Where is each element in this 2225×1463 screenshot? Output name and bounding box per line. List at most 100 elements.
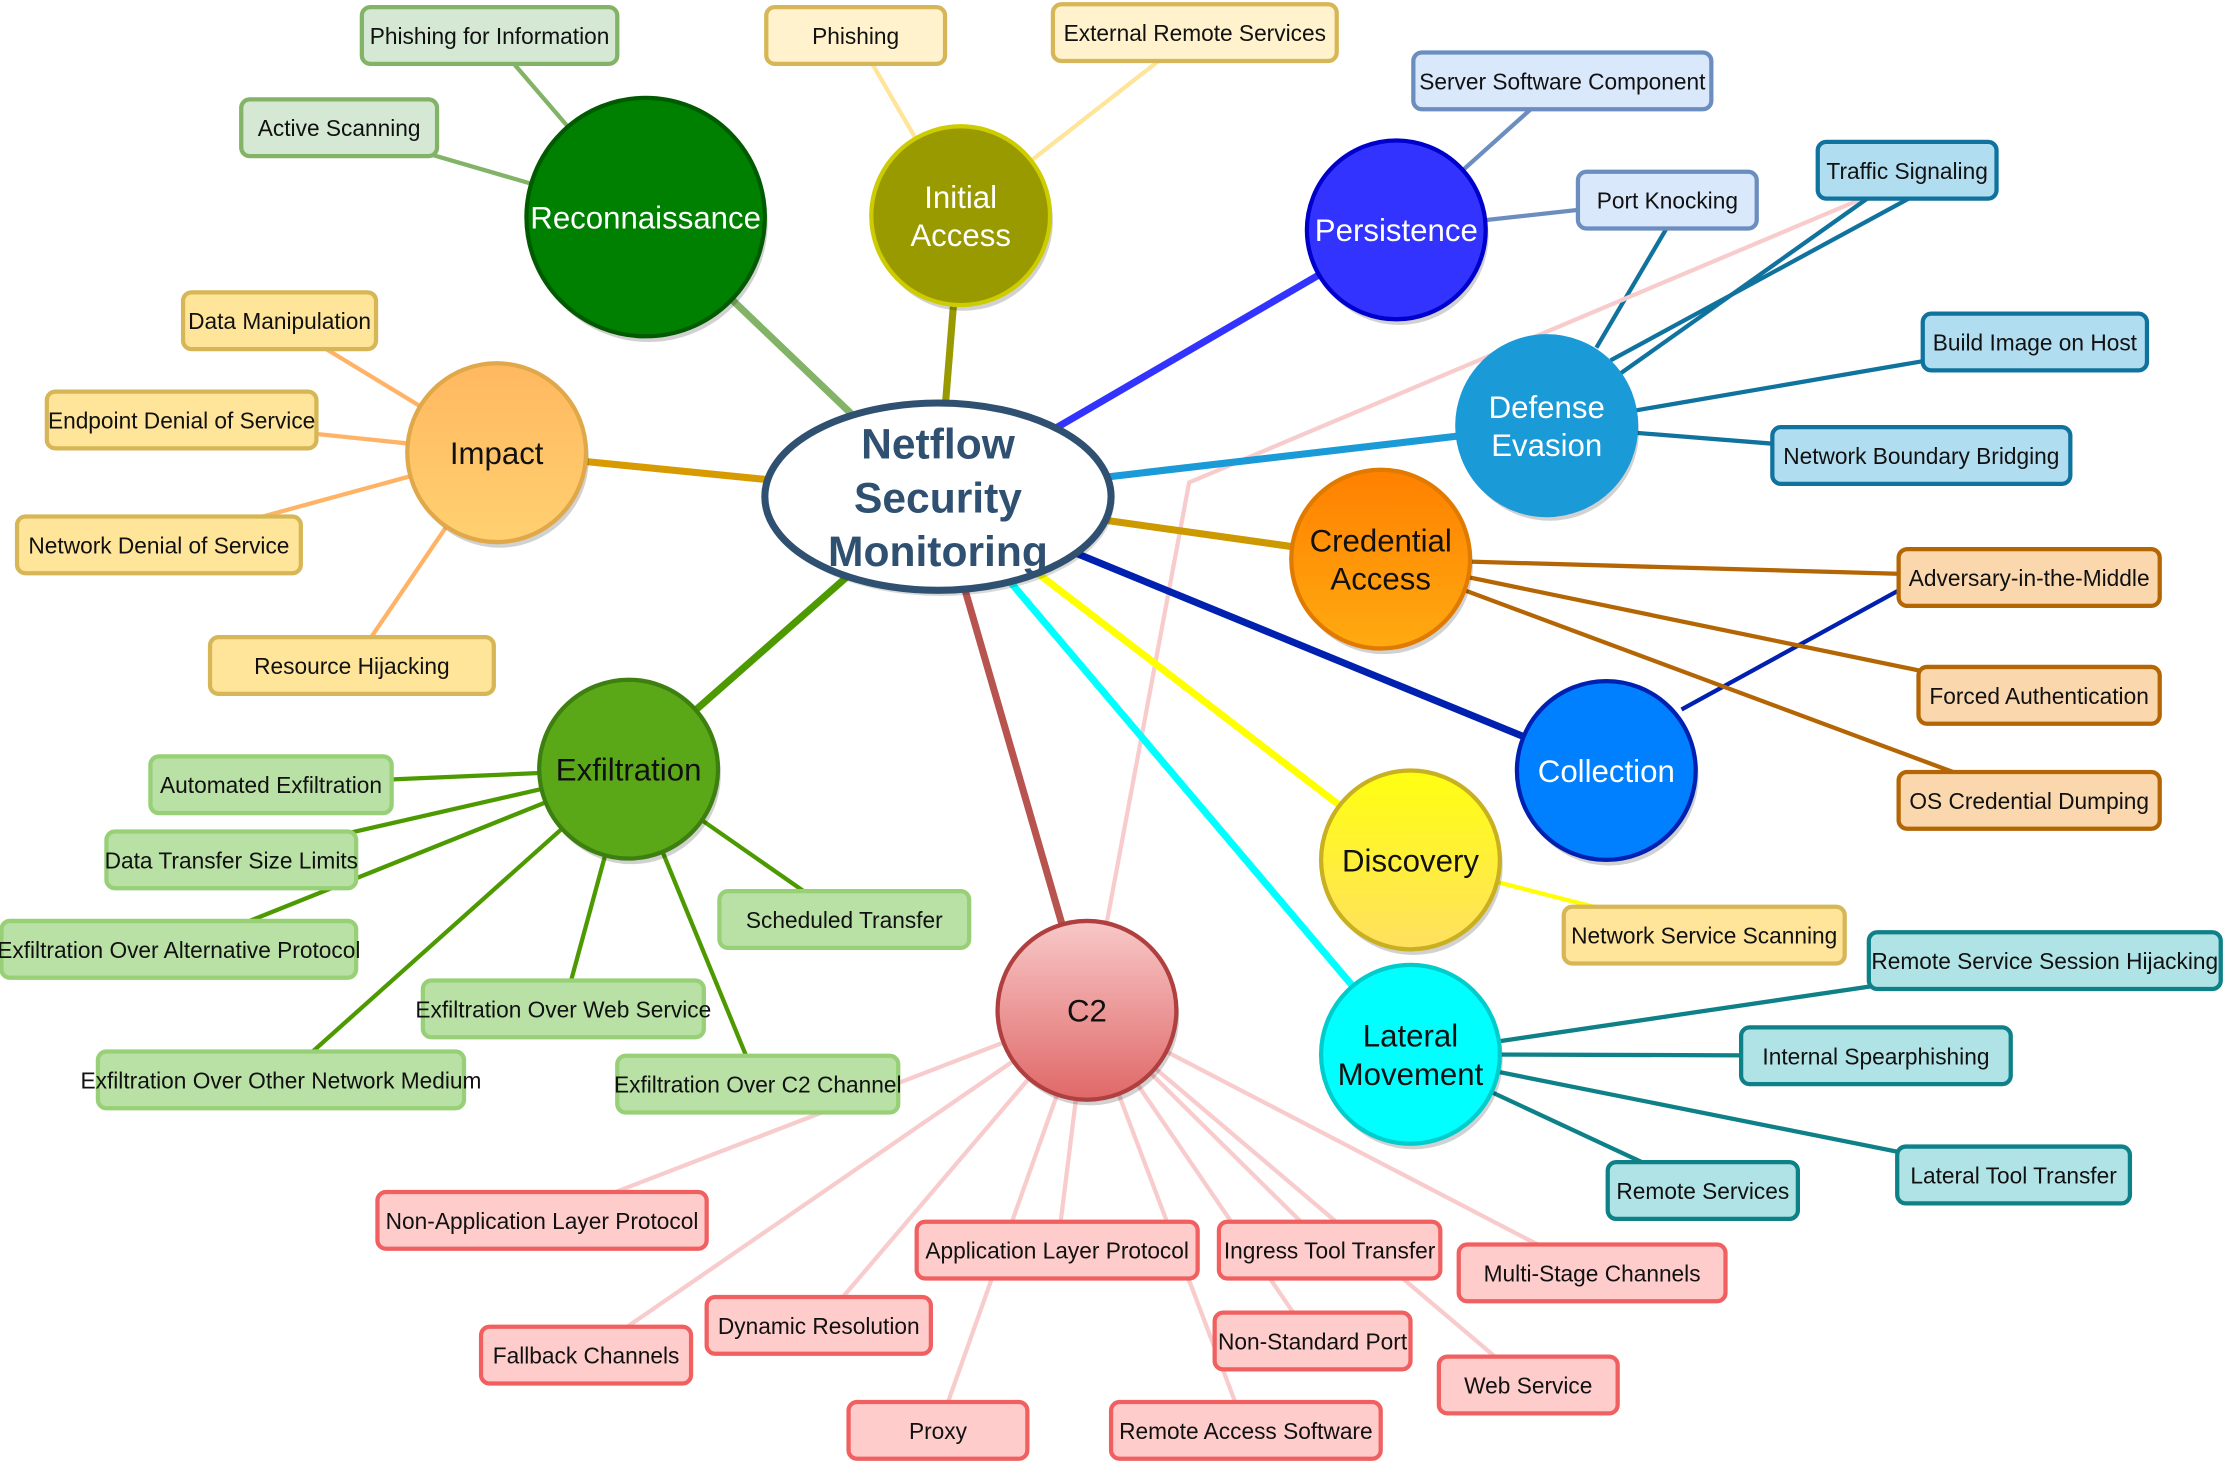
leaf-box — [1108, 1399, 1383, 1461]
category-node-exfiltration[interactable]: Exfiltration — [537, 677, 721, 865]
leaf-node[interactable]: Remote Access Software — [1108, 1399, 1383, 1461]
leaf-node[interactable]: Ingress Tool Transfer — [1216, 1219, 1443, 1281]
category-label: Initial — [924, 180, 997, 215]
leaf-node[interactable]: Network Service Scanning — [1561, 904, 1847, 966]
leaf-label: Server Software Component — [1419, 68, 1706, 94]
leaf-label: Fallback Channels — [493, 1343, 680, 1369]
leaf-node[interactable]: Network Boundary Bridging — [1770, 424, 2073, 487]
leaf-label: Phishing — [812, 23, 899, 49]
leaf-node[interactable]: Multi-Stage Channels — [1456, 1242, 1728, 1304]
leaf-node[interactable]: Remote Services — [1605, 1160, 1801, 1222]
leaf-node[interactable]: Exfiltration Over C2 Channel — [614, 1053, 902, 1115]
leaf-node[interactable]: Scheduled Transfer — [717, 889, 972, 951]
leaf-box — [717, 889, 972, 951]
leaf-node[interactable]: Dynamic Resolution — [704, 1294, 933, 1356]
leaf-label: Phishing for Information — [370, 23, 610, 49]
leaf-box — [1605, 1160, 1801, 1222]
leaf-box — [359, 4, 620, 66]
leaf-node[interactable]: Lateral Tool Transfer — [1895, 1144, 2133, 1206]
leaf-node[interactable]: Data Transfer Size Limits — [104, 829, 359, 891]
leaf-box — [375, 1189, 709, 1251]
leaf-label: Multi-Stage Channels — [1484, 1260, 1701, 1286]
category-node-impact[interactable]: Impact — [405, 361, 589, 548]
edge-traffic-signaling-defense — [1609, 196, 1910, 363]
category-label: Collection — [1538, 754, 1675, 789]
edge-c2-leaf — [1085, 1008, 1594, 1275]
category-node-recon[interactable]: Reconnaissance — [524, 95, 768, 342]
leaf-box — [239, 97, 440, 159]
leaf-box — [420, 978, 706, 1040]
leaf-node[interactable]: Phishing for Information — [359, 4, 620, 66]
leaf-node[interactable]: Build Image on Host — [1920, 311, 2150, 373]
leaf-node[interactable]: External Remote Services — [1050, 2, 1339, 64]
category-node-persistence[interactable]: Persistence — [1304, 138, 1489, 325]
leaf-node[interactable]: Data Manipulation — [180, 290, 379, 352]
leaf-label: Remote Services — [1616, 1178, 1789, 1204]
leaf-box — [95, 1049, 467, 1111]
leaf-node[interactable]: Fallback Channels — [478, 1324, 694, 1386]
leaf-node[interactable]: Resource Hijacking — [207, 635, 496, 697]
leaf-node[interactable]: Forced Authentication — [1916, 664, 2162, 726]
category-node-collection[interactable]: Collection — [1514, 678, 1699, 866]
leaf-node[interactable]: Server Software Component — [1411, 50, 1714, 112]
center-ellipse — [761, 399, 1115, 594]
leaf-label: Ingress Tool Transfer — [1224, 1238, 1436, 1264]
leaf-box — [1575, 169, 1759, 231]
edge-center-lateral-movement — [935, 494, 1414, 1057]
category-label: Defense — [1489, 390, 1605, 425]
leaf-box — [1866, 930, 2223, 992]
leaf-box — [148, 754, 394, 816]
leaf-node[interactable]: Exfiltration Over Alternative Protocol — [0, 918, 360, 980]
category-label: Access — [1330, 562, 1431, 597]
leaf-box — [704, 1294, 933, 1356]
leaf-label: Network Service Scanning — [1571, 923, 1837, 949]
leaf-box — [1920, 311, 2150, 373]
leaf-box — [478, 1324, 694, 1386]
leaf-node[interactable]: Active Scanning — [239, 97, 440, 159]
leaf-node[interactable]: Adversary-in-the-Middle — [1896, 547, 2162, 609]
category-circle — [1455, 334, 1639, 518]
leaf-node[interactable]: Port Knocking — [1575, 169, 1759, 231]
leaf-node[interactable]: Web Service — [1436, 1354, 1620, 1416]
leaf-node[interactable]: OS Credential Dumping — [1896, 769, 2162, 831]
leaf-box — [1212, 1310, 1413, 1372]
leaf-node[interactable]: Application Layer Protocol — [914, 1219, 1200, 1281]
category-label: Access — [910, 218, 1011, 253]
leaf-node[interactable]: Non-Application Layer Protocol — [375, 1189, 709, 1251]
category-label: C2 — [1067, 994, 1107, 1029]
leaf-label: Scheduled Transfer — [746, 907, 943, 933]
leaf-box — [1896, 769, 2162, 831]
leaf-node[interactable]: Phishing — [764, 4, 948, 66]
leaf-label: Automated Exfiltration — [160, 772, 382, 798]
category-label: Reconnaissance — [530, 200, 761, 235]
leaf-label: Application Layer Protocol — [925, 1238, 1189, 1264]
leaf-box — [1738, 1025, 2013, 1087]
leaf-label: Build Image on Host — [1933, 329, 2138, 355]
leaf-node[interactable]: Exfiltration Over Other Network Medium — [80, 1049, 481, 1111]
leaf-node[interactable]: Automated Exfiltration — [148, 754, 394, 816]
edge-traffic-signaling-c2 — [1104, 198, 1860, 923]
category-node-discovery[interactable]: Discovery — [1318, 768, 1503, 955]
leaf-label: Data Transfer Size Limits — [105, 847, 358, 873]
leaf-node[interactable]: Network Denial of Service — [14, 514, 303, 576]
leaf-node[interactable]: Non-Standard Port — [1212, 1310, 1413, 1372]
edge-credential-access-leaf — [1379, 557, 2030, 803]
leaf-node[interactable]: Traffic Signaling — [1815, 139, 1999, 201]
category-circle — [537, 677, 721, 861]
leaf-node[interactable]: Internal Spearphishing — [1738, 1025, 2013, 1087]
leaf-label: Remote Service Session Hijacking — [1871, 948, 2218, 974]
category-node-c2[interactable]: C2 — [995, 918, 1180, 1106]
leaf-box — [1456, 1242, 1728, 1304]
leaf-node[interactable]: Remote Service Session Hijacking — [1866, 930, 2223, 992]
leaf-node[interactable]: Endpoint Denial of Service — [44, 389, 319, 451]
leaf-node[interactable]: Proxy — [846, 1399, 1030, 1461]
leaf-box — [1561, 904, 1847, 966]
leaf-node[interactable]: Exfiltration Over Web Service — [415, 978, 711, 1040]
